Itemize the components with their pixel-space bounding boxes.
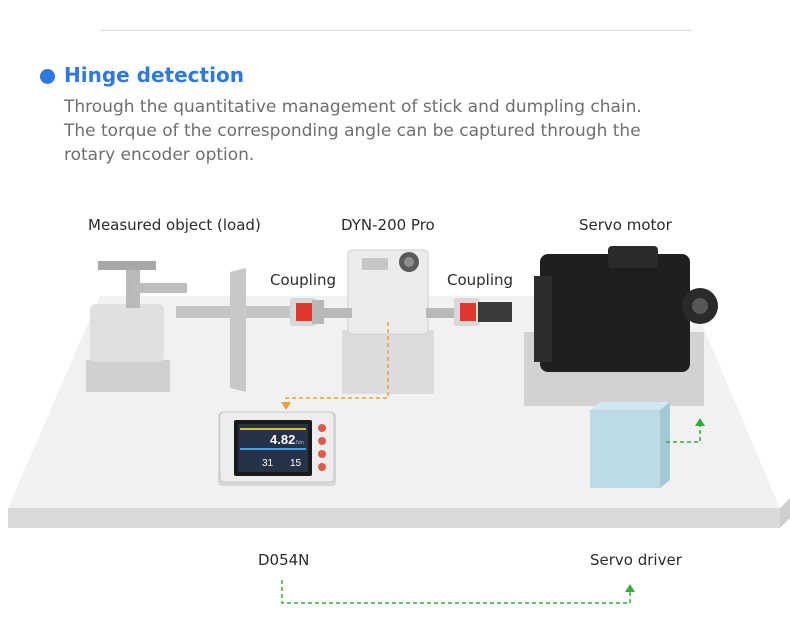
display-value-b: 15 bbox=[290, 458, 302, 469]
label-dyn-200-pro: DYN-200 Pro bbox=[341, 216, 435, 234]
d054n-display-unit: 4.82 Nm 31 15 bbox=[218, 411, 336, 486]
display-reading-unit: Nm bbox=[296, 440, 304, 446]
driver-signal-arrow-icon bbox=[695, 418, 705, 426]
servo-motor bbox=[524, 246, 718, 406]
coupling-left-part bbox=[290, 298, 324, 326]
description-line: Through the quantitative management of s… bbox=[64, 97, 642, 117]
servo-driver-box bbox=[590, 402, 670, 488]
label-coupling-left: Coupling bbox=[270, 271, 337, 289]
label-d054n: D054N bbox=[258, 551, 310, 569]
display-value-a: 31 bbox=[262, 458, 274, 469]
section-description: Through the quantitative management of s… bbox=[64, 95, 764, 167]
label-measured-object: Measured object (load) bbox=[88, 216, 261, 234]
top-divider bbox=[100, 30, 692, 31]
bullet-dot-icon bbox=[40, 69, 55, 84]
label-servo-driver: Servo driver bbox=[590, 551, 682, 569]
dyn-200-pro-sensor bbox=[320, 249, 456, 394]
sensor-signal-line bbox=[285, 322, 389, 404]
description-line: rotary encoder option. bbox=[64, 145, 255, 165]
mounting-plate bbox=[230, 268, 246, 392]
coupling-right-part bbox=[454, 298, 512, 326]
measured-object-load bbox=[86, 261, 187, 392]
driver-signal-line bbox=[666, 424, 701, 443]
label-servo-motor: Servo motor bbox=[579, 216, 672, 234]
label-coupling-right: Coupling bbox=[447, 271, 514, 289]
controller-link-arrow-icon bbox=[625, 584, 635, 592]
display-reading: 4.82 bbox=[270, 432, 295, 447]
sensor-signal-arrow-icon bbox=[281, 402, 291, 410]
controller-link-line bbox=[281, 580, 631, 604]
description-line: The torque of the corresponding angle ca… bbox=[64, 121, 641, 141]
section-title: Hinge detection bbox=[64, 63, 244, 87]
